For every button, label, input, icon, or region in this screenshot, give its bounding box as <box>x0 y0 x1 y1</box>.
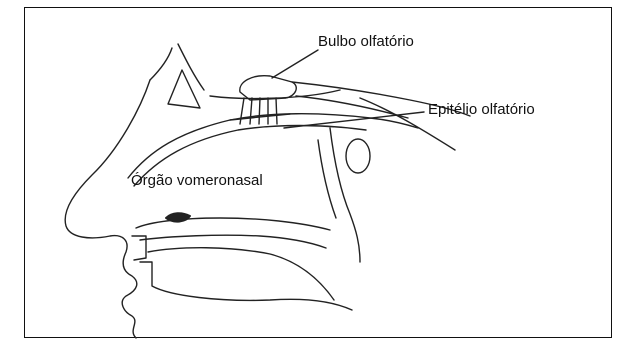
leader-bulbo <box>272 50 318 78</box>
bulbo-fiber-3 <box>259 98 260 124</box>
label-bulbo-olfatorio: Bulbo olfatório <box>318 33 414 51</box>
sphenoid-line <box>210 90 340 98</box>
label-orgao-vomeronasal: Órgão vomeronasal <box>131 172 263 190</box>
sphenoid-sinus <box>346 139 370 173</box>
lower-jaw <box>140 262 352 310</box>
leader-epitelio <box>284 112 424 128</box>
nasal-roof <box>150 48 172 80</box>
bulbo-shape <box>240 76 296 100</box>
bulbo-fiber-5 <box>276 98 277 124</box>
palate-bottom <box>140 235 326 248</box>
tongue <box>148 248 334 300</box>
nasal-cavity-top <box>128 114 418 178</box>
olfactory-tract-lower <box>296 96 408 118</box>
brow-line <box>178 44 204 90</box>
face-profile <box>65 80 150 338</box>
nasopharynx-wall <box>330 128 360 262</box>
palate-top <box>136 218 330 230</box>
label-epitelio-olfatorio: Epitélio olfatório <box>428 101 535 119</box>
bulbo-fiber-2 <box>250 98 252 124</box>
bulbo-fiber-1 <box>240 98 244 124</box>
orgao-mark <box>166 213 190 221</box>
